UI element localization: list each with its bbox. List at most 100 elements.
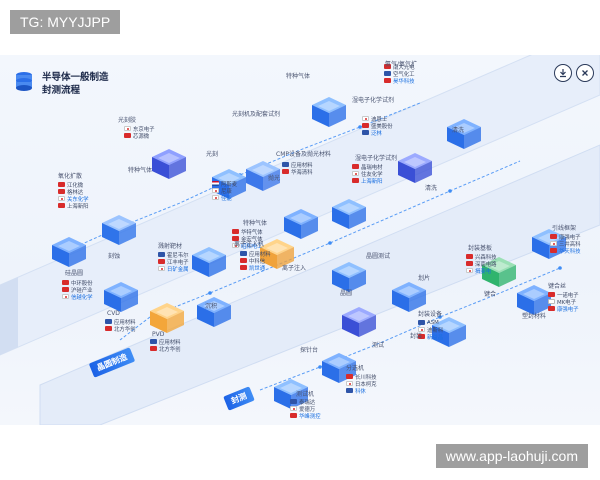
supplier-list: 霍尼韦尔江丰电子日矿金属 — [158, 251, 189, 273]
flag-cn-icon — [240, 258, 247, 263]
node-etching[interactable] — [330, 197, 368, 231]
flag-jp-icon — [362, 116, 369, 121]
node-lead[interactable] — [530, 227, 568, 261]
node-wafer[interactable] — [330, 260, 368, 294]
node-bond[interactable] — [515, 283, 553, 317]
flag-jp-icon — [346, 381, 353, 386]
supplier-name: 迪斯科 — [427, 327, 444, 334]
node-slice[interactable] — [390, 280, 428, 314]
diagram-header: 半导体一般制造 封测流程 — [14, 71, 109, 97]
flag-cn-icon — [550, 248, 557, 253]
close-button[interactable] — [576, 64, 594, 82]
supplier-list: 南大光电空气化工昊华科技 — [384, 63, 415, 85]
supplier-row: 住友化学 — [352, 170, 383, 178]
node-gas2[interactable] — [310, 95, 348, 129]
supplier-name: 江化微 — [67, 182, 84, 189]
process-label-cmp: CMP设备及抛光材料 — [276, 151, 331, 158]
supplier-list: 中环股份沪硅产业信越化学 — [62, 279, 93, 301]
flag-jp-icon — [62, 294, 69, 299]
flag-jp-icon — [290, 406, 297, 411]
supplier-row: 应用材料 — [240, 250, 271, 258]
supplier-row: 应用材料 — [150, 338, 181, 346]
flag-us-icon — [158, 252, 165, 257]
flag-jp-icon — [158, 266, 165, 271]
supplier-row: 泰瑞达 — [290, 398, 321, 406]
flag-jp-icon — [550, 241, 557, 246]
process-label-gas_nh3: 氨气/氧气扩 — [385, 61, 418, 68]
supplier-row: 沪硅产业 — [62, 286, 93, 294]
supplier-row: 江化微 — [58, 181, 89, 189]
title-line-2: 封测流程 — [42, 85, 81, 96]
flag-us-icon — [418, 320, 425, 325]
node-gas1[interactable] — [282, 207, 320, 241]
supplier-list: 迪恩士盛美股份泛林 — [362, 115, 393, 137]
supplier-row: 科休 — [346, 387, 377, 395]
node-cvd[interactable] — [102, 280, 140, 314]
download-button[interactable] — [554, 64, 572, 82]
process-label: 封装 — [410, 333, 423, 340]
flag-jp-icon — [418, 327, 425, 332]
flag-jp-icon — [466, 268, 473, 273]
supplier-name: 阿斯麦 — [221, 181, 238, 188]
supplier-name: MK电子 — [557, 299, 576, 306]
supplier-row: 兴森科技 — [466, 253, 497, 261]
flag-cn-icon — [62, 287, 69, 292]
process-label-sputter: 溅射靶材 — [158, 243, 183, 250]
node-tank[interactable] — [445, 117, 483, 151]
node-packeq[interactable] — [430, 315, 468, 349]
process-label-test_equip: 测试机 — [296, 391, 315, 398]
flag-cn-icon — [352, 178, 359, 183]
supplier-name: 迪恩士 — [371, 116, 388, 123]
node-test[interactable] — [340, 305, 378, 339]
supplier-row: 盛美股份 — [362, 122, 393, 130]
node-cleaning[interactable] — [396, 151, 434, 185]
node-ion[interactable] — [258, 237, 296, 271]
supplier-list: 兴森科技深南电路揖斐电 — [466, 253, 497, 275]
node-coating[interactable] — [150, 147, 188, 181]
flag-cn-icon — [384, 78, 391, 83]
process-label-lithography: 光刻 — [206, 151, 219, 158]
node-sorter[interactable] — [320, 351, 358, 385]
flag-jp-icon — [352, 171, 359, 176]
database-icon — [16, 72, 32, 91]
node-pvd[interactable] — [148, 301, 186, 335]
supplier-list: 江化微格林达关东化学上海新阳 — [58, 181, 89, 210]
supplier-name: 上海新阳 — [361, 178, 383, 185]
supplier-name: 泛林 — [371, 130, 382, 137]
node-silicon[interactable] — [50, 235, 88, 269]
watermark-bottom: www.app-laohuji.com — [435, 444, 588, 468]
flag-us-icon — [346, 388, 353, 393]
supplier-row: 华峰测控 — [290, 412, 321, 420]
process-label: 抛光 — [268, 175, 281, 182]
node-cmp[interactable] — [244, 159, 282, 193]
supplier-list: 应用材料北方华创 — [150, 338, 181, 353]
supplier-row: 金宏气体 — [232, 235, 263, 243]
process-label: 湿电子化学试剂 — [352, 97, 395, 104]
supplier-name: 中环股份 — [71, 280, 93, 287]
supplier-row: 一诺电子 — [548, 291, 579, 299]
node-packsub[interactable] — [480, 255, 518, 289]
supplier-name: 东京电子 — [133, 126, 155, 133]
process-diagram: 半导体一般制造 封测流程 晶圆制造 封测 硅晶圆中环股份沪硅产业信越化学 氧化扩… — [0, 55, 600, 425]
supplier-name: 华天科技 — [559, 248, 581, 255]
supplier-row: ASM — [418, 319, 443, 326]
supplier-row: 格林达 — [58, 188, 89, 196]
node-deposition[interactable] — [195, 295, 233, 329]
node-oxidation[interactable] — [100, 213, 138, 247]
supplier-name: 应用材料 — [159, 339, 181, 346]
supplier-name: 日本柯克 — [355, 381, 377, 388]
node-target[interactable] — [190, 245, 228, 279]
process-label-coating: 光刻胶 — [118, 117, 137, 124]
process-label: 光刻机及配套试剂 — [232, 111, 281, 118]
supplier-name: 康强电子 — [557, 306, 579, 313]
supplier-name: 北方华创 — [114, 326, 136, 333]
supplier-row: 阿斯麦 — [212, 180, 238, 188]
process-label-implant: 离子注入 — [282, 265, 307, 272]
watermark-top: TG: MYYJJPP — [10, 10, 121, 34]
supplier-row: 关东化学 — [58, 195, 89, 203]
supplier-name: 揖斐电 — [475, 268, 492, 275]
supplier-row: 佳能 — [212, 194, 237, 202]
flag-us-icon — [105, 319, 112, 324]
supplier-name: 霍尼韦尔 — [167, 252, 189, 259]
flag-cn-icon — [418, 334, 425, 339]
